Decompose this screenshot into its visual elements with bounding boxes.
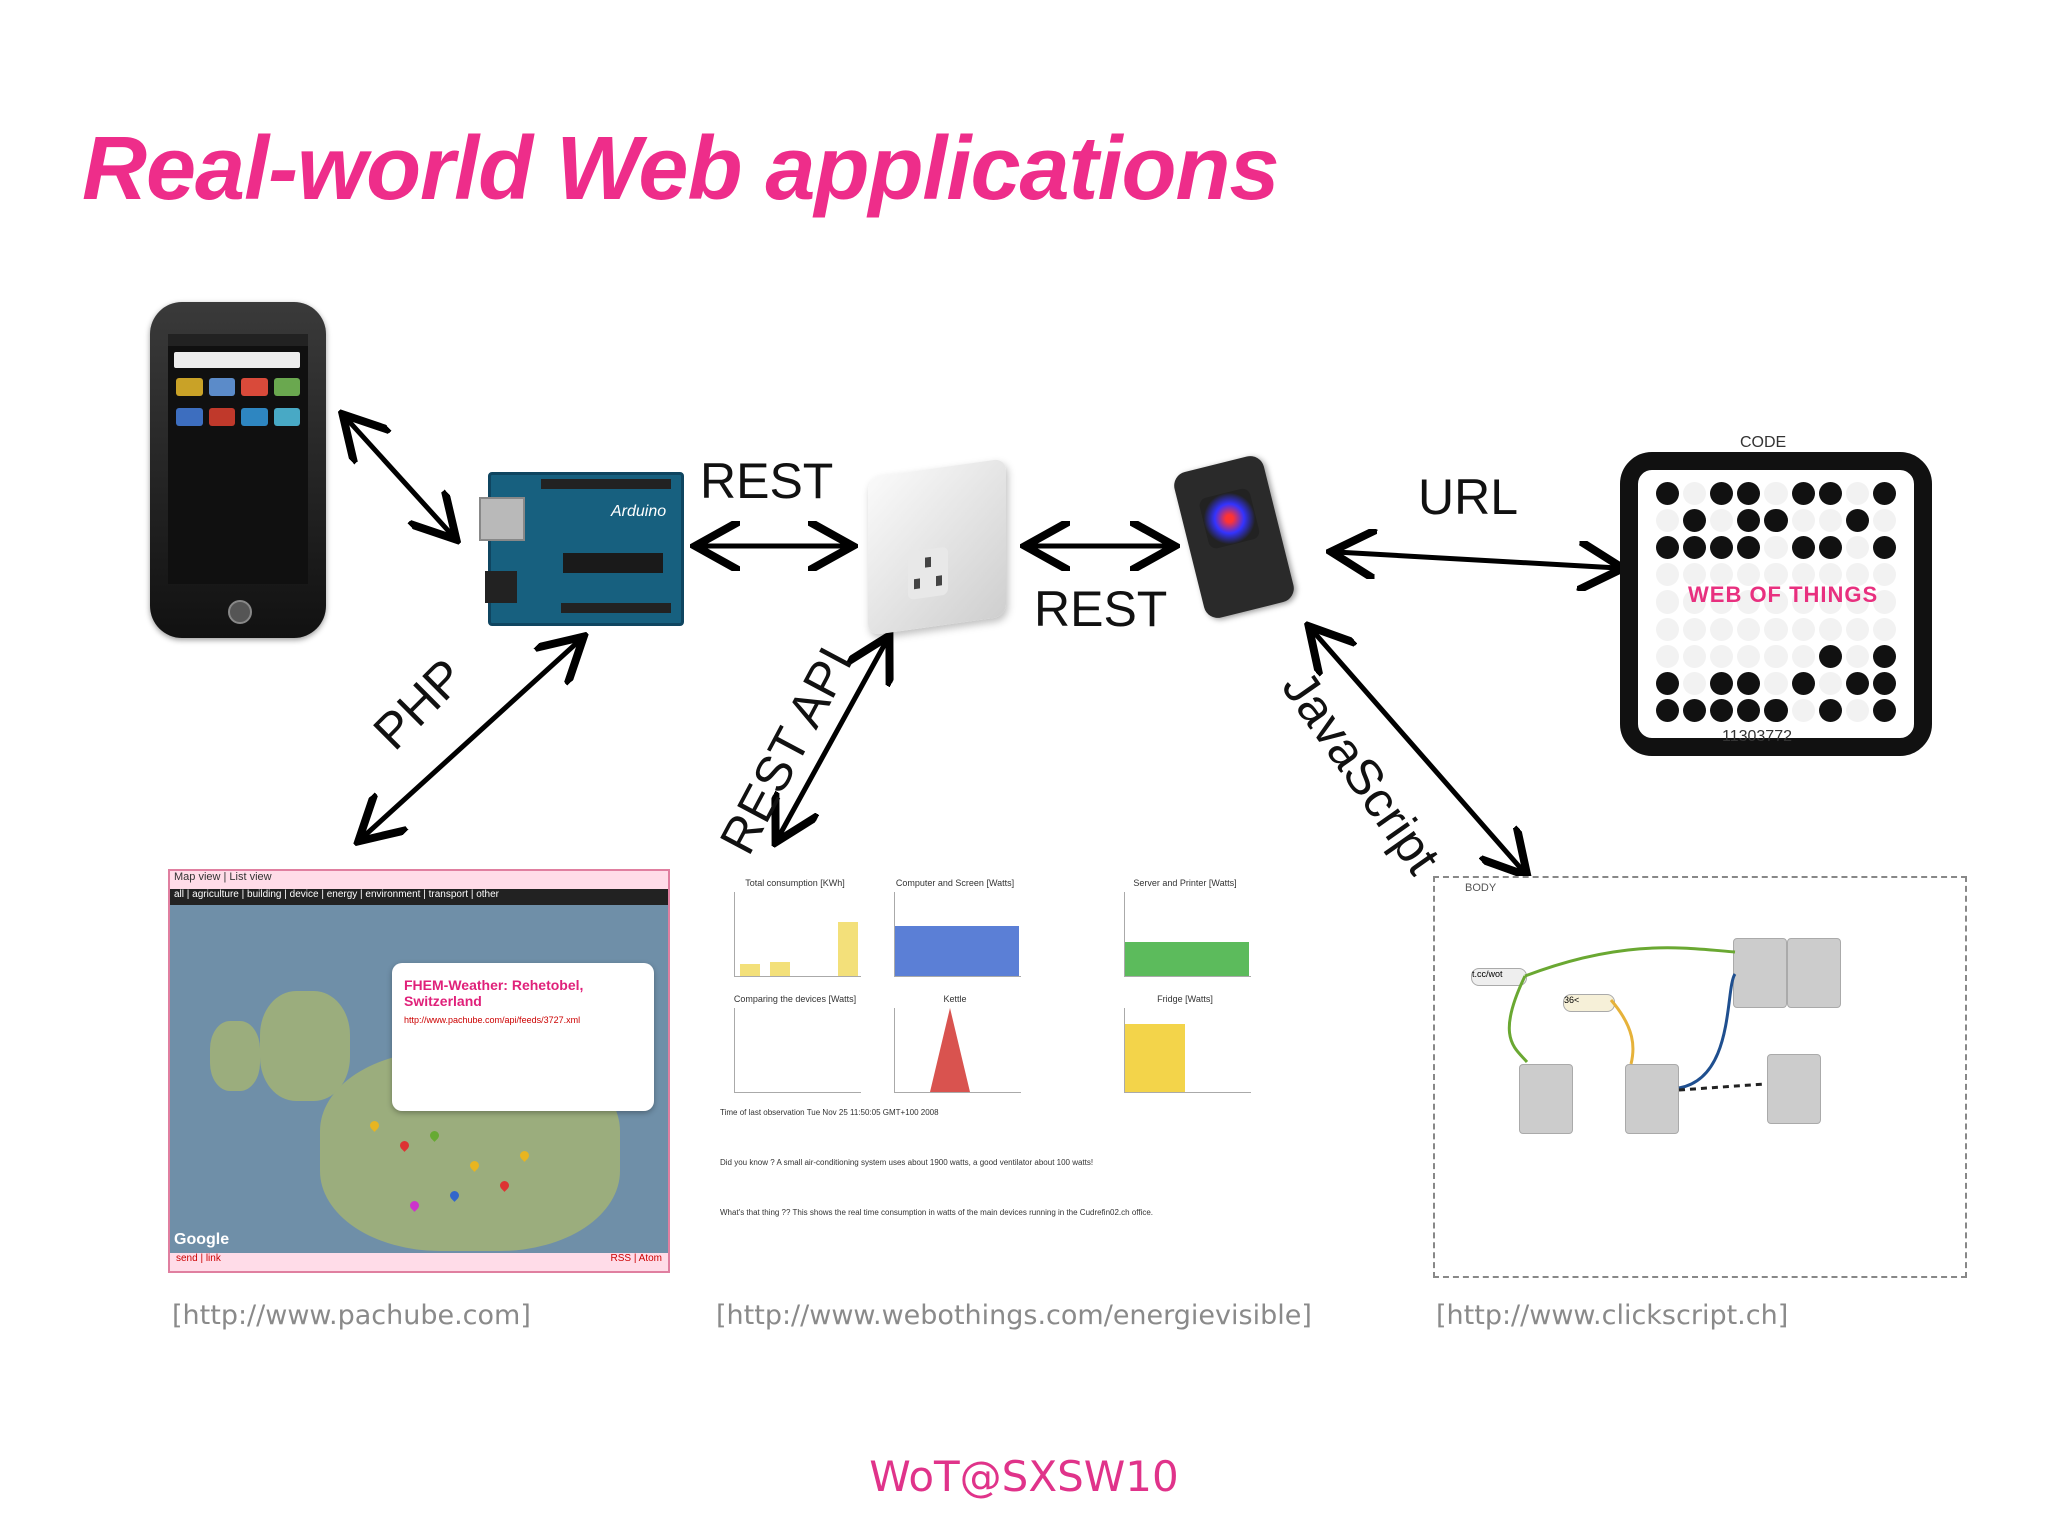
rest-label-top: REST <box>700 453 834 509</box>
slide-footer: WoT@SXSW10 <box>869 1452 1179 1501</box>
pachube-footer-bar: send | link RSS | Atom <box>170 1253 668 1271</box>
smart-plug-icon <box>868 458 1006 636</box>
chart-panel: Kettle <box>880 994 1030 1104</box>
chart-panel: Fridge [Watts] <box>1110 994 1260 1104</box>
message-node[interactable] <box>1767 1054 1821 1124</box>
slide-title: Real-world Web applications <box>82 119 1280 219</box>
plug-node[interactable] <box>1733 938 1787 1008</box>
qr-code-icon: WEB OF THINGS <box>1620 452 1932 756</box>
sensor-node[interactable] <box>1519 1064 1573 1134</box>
chart-panel: Comparing the devices [Watts] <box>720 994 870 1104</box>
pachube-caption[interactable]: [http://www.pachube.com] <box>172 1300 531 1331</box>
phone-screen <box>168 334 308 584</box>
fan-node[interactable] <box>1787 938 1841 1008</box>
panel-title: Total consumption [KWh] <box>745 878 845 888</box>
bidirectional-arrow-icon <box>346 418 453 536</box>
info-about: What's that thing ?? This shows the real… <box>720 1208 1320 1238</box>
phone-status-bar <box>168 334 308 346</box>
panel-title: Fridge [Watts] <box>1157 994 1213 1004</box>
phone-app-grid <box>176 378 300 426</box>
url-label: URL <box>1418 469 1519 525</box>
clickscript-screenshot: BODY t.cc/wot 36< <box>1433 876 1967 1278</box>
info-tip: Did you know ? A small air-conditioning … <box>720 1158 1320 1188</box>
chart-panel: Server and Printer [Watts] <box>1110 878 1260 988</box>
info-clock: Time of last observation Tue Nov 25 11:5… <box>720 1108 1320 1138</box>
pachube-popup-title: FHEM-Weather: Rehetobel, Switzerland <box>404 977 584 1009</box>
phone-search-widget <box>174 352 300 368</box>
code-card-top-label: CODE <box>1740 434 1787 451</box>
energievisible-screenshot: Total consumption [KWh] Computer and Scr… <box>712 874 1332 1286</box>
pachube-screenshot: Map view | List view all | agriculture |… <box>168 869 670 1273</box>
bidirectional-arrow-icon <box>1336 552 1618 568</box>
code-card-bottom-label: 11303772 <box>1722 728 1792 745</box>
clickscript-caption[interactable]: [http://www.clickscript.ch] <box>1436 1300 1789 1331</box>
clickscript-body-label: BODY <box>1465 882 1497 894</box>
google-logo: Google <box>174 1231 230 1248</box>
chart-panel: Computer and Screen [Watts] <box>880 878 1030 988</box>
pachube-footer-right[interactable]: RSS | Atom <box>610 1253 662 1264</box>
energy-caption[interactable]: [http://www.webothings.com/energievisibl… <box>716 1300 1312 1331</box>
pachube-popup-url[interactable]: http://www.pachube.com/api/feeds/3727.xm… <box>404 1015 581 1025</box>
pachube-footer-left[interactable]: send | link <box>176 1253 221 1264</box>
pachube-category-bar[interactable]: all | agriculture | building | device | … <box>170 889 668 905</box>
bidirectional-arrow-icon <box>1312 630 1524 872</box>
value-node[interactable]: 36< <box>1563 994 1615 1012</box>
panel-title: Computer and Screen [Watts] <box>895 878 1015 888</box>
clickscript-wires <box>1507 946 1766 1092</box>
compare-node[interactable] <box>1625 1064 1679 1134</box>
pachube-popup: FHEM-Weather: Rehetobel, Switzerland htt… <box>392 963 654 1111</box>
rest-label-bottom: REST <box>1034 581 1168 637</box>
arduino-board-icon: Arduino <box>479 472 684 626</box>
pachube-header[interactable]: Map view | List view <box>170 871 668 889</box>
chart-panel: Total consumption [KWh] <box>720 878 870 988</box>
panel-title: Server and Printer [Watts] <box>1133 878 1237 888</box>
bidirectional-arrow-icon <box>362 640 580 838</box>
smartphone-icon <box>150 302 326 638</box>
bidirectional-arrow-icon <box>778 640 887 838</box>
panel-title: Comparing the devices [Watts] <box>733 994 857 1004</box>
code-card-logo: WEB OF THINGS <box>1688 582 1879 607</box>
phone-home-button <box>228 600 252 624</box>
panel-title: Kettle <box>943 994 967 1004</box>
arduino-label: Arduino <box>611 503 667 520</box>
